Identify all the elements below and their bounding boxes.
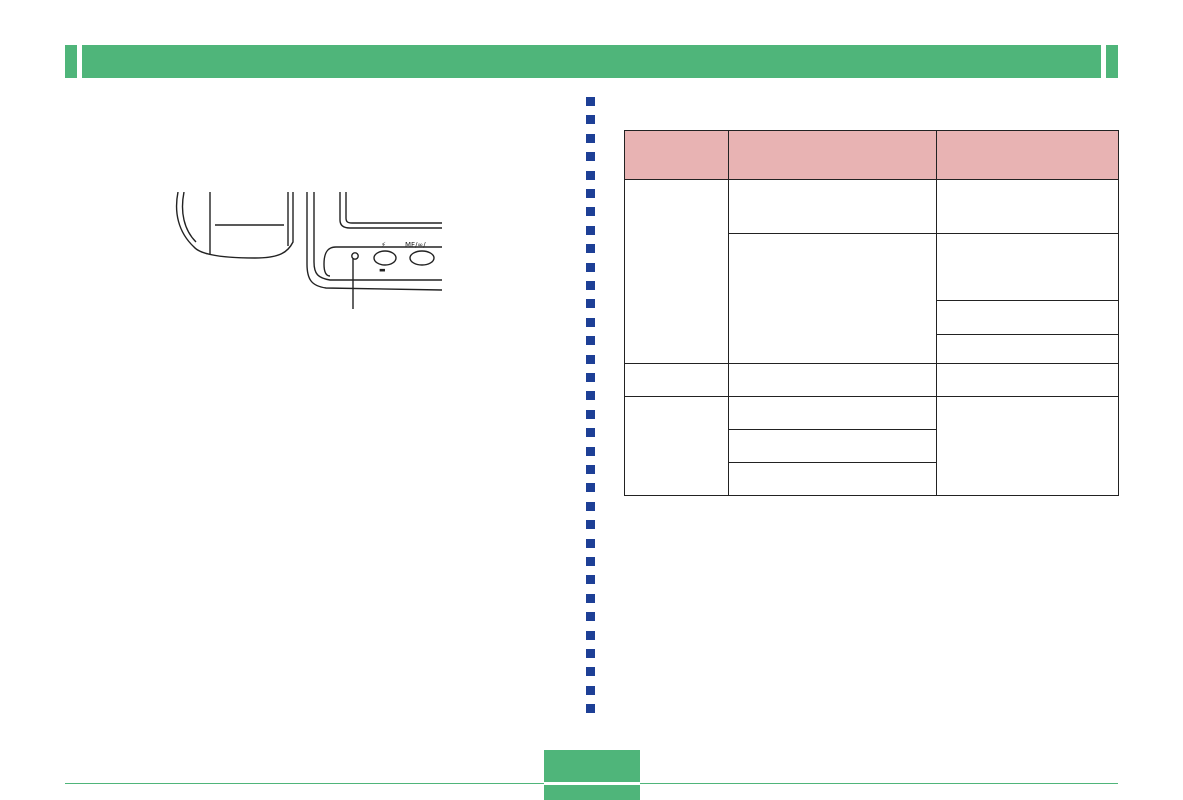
divider-square [586, 686, 595, 695]
divider-square [586, 557, 595, 566]
table-header-cell-3 [936, 130, 1119, 180]
table-row [624, 363, 1119, 397]
divider-square [586, 667, 595, 676]
divider-square [586, 520, 595, 529]
table-cell [728, 429, 937, 463]
divider-square [586, 428, 595, 437]
table-cell [936, 300, 1119, 335]
divider-square [586, 649, 595, 658]
table-cell [624, 363, 729, 397]
divider-square [586, 447, 595, 456]
mf-infinity-macro-label: MF/∞/ [405, 241, 426, 249]
divider-square [586, 539, 595, 548]
table-cell [936, 334, 1119, 364]
table-cell [936, 233, 1119, 301]
divider-square [586, 594, 595, 603]
divider-square [586, 704, 595, 713]
table-row [625, 233, 1119, 364]
header-bar-main-segment [82, 45, 1101, 78]
table-cell [936, 396, 1119, 496]
divider-square [586, 226, 595, 235]
divider-square [586, 189, 595, 198]
divider-square [586, 410, 595, 419]
table-header-row [624, 130, 1119, 180]
table-cell [624, 396, 729, 496]
table-cell [728, 179, 937, 234]
divider-square [586, 207, 595, 216]
table-cell [936, 179, 1119, 234]
divider-square [586, 152, 595, 161]
camera-back-illustration: ⚡ MF/∞/ ▬ [160, 191, 443, 316]
divider-square [586, 134, 595, 143]
page-tab-gap [544, 782, 640, 785]
table-cell [728, 462, 937, 496]
divider-square [586, 318, 595, 327]
divider-square [586, 391, 595, 400]
divider-square [586, 483, 595, 492]
divider-square [586, 612, 595, 621]
divider-square [586, 465, 595, 474]
divider-square [586, 97, 595, 106]
divider-square [586, 115, 595, 124]
table-cell [728, 363, 937, 397]
camera-line-drawing: ⚡ MF/∞/ ▬ [175, 191, 443, 309]
divider-square [586, 171, 595, 180]
table-header-cell-1 [624, 130, 729, 180]
divider-square [586, 373, 595, 382]
table-cell [936, 363, 1119, 397]
table-cell [624, 179, 729, 364]
divider-square [586, 502, 595, 511]
table-row [624, 179, 1119, 364]
table-row [624, 396, 1119, 496]
table-row [625, 429, 1119, 463]
spec-table [624, 130, 1119, 496]
page-number-tab [544, 750, 640, 800]
flash-icon: ⚡ [381, 241, 386, 249]
table-row [625, 334, 1119, 364]
table-cell [728, 233, 937, 364]
divider-square [586, 281, 595, 290]
folder-icon: ▬ [379, 266, 386, 274]
table-header-cell-2 [728, 130, 937, 180]
header-bar-right-segment [1106, 45, 1118, 78]
divider-square [586, 244, 595, 253]
column-divider [586, 97, 596, 722]
divider-square [586, 263, 595, 272]
divider-square [586, 336, 595, 345]
divider-square [586, 631, 595, 640]
table-row [625, 462, 1119, 496]
divider-square [586, 575, 595, 584]
header-bar-left-segment [65, 45, 77, 78]
header-bar [65, 45, 1118, 78]
divider-square [586, 299, 595, 308]
divider-square [586, 355, 595, 364]
table-cell [728, 396, 937, 430]
